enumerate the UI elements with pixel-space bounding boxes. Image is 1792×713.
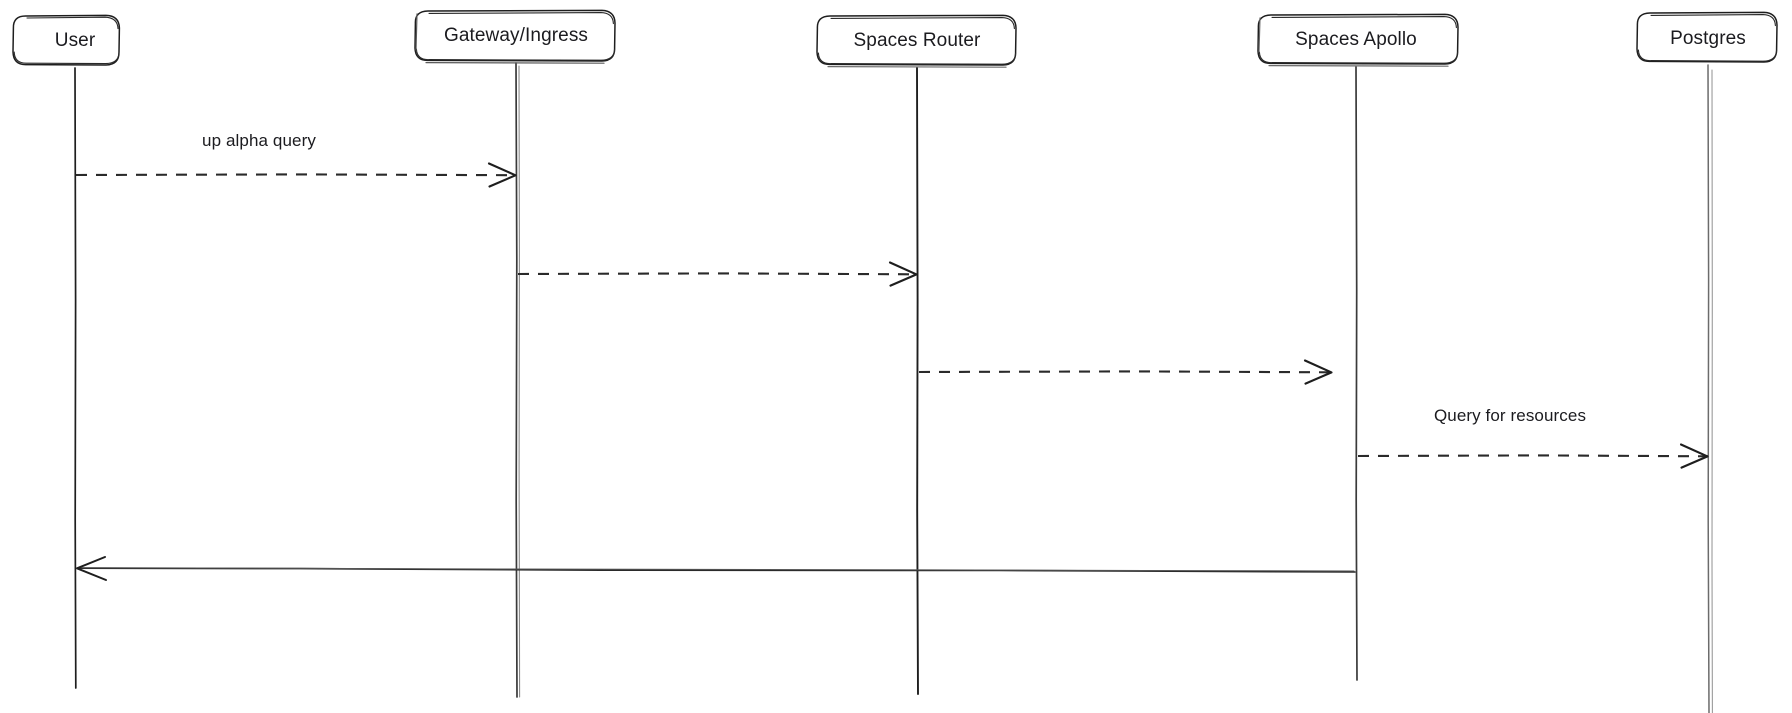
lifeline-apollo: [1355, 66, 1358, 681]
message-arrow-query-for-resources[interactable]: [1357, 443, 1709, 469]
participant-box-gateway[interactable]: [414, 9, 616, 64]
participant-label-user: User: [54, 30, 96, 51]
message-arrow-return-to-user[interactable]: [76, 556, 1356, 581]
message-label-query-for-resources: Query for resources: [1433, 406, 1587, 425]
messages-group: [75, 162, 1709, 581]
participant-box-router[interactable]: [816, 14, 1017, 68]
participant-label-postgres: Postgres: [1670, 28, 1746, 49]
participant-label-apollo: Spaces Apollo: [1295, 29, 1417, 50]
lifeline-gateway: [515, 62, 518, 698]
message-arrow-router-to-apollo[interactable]: [918, 359, 1333, 385]
participant-box-user[interactable]: [12, 14, 121, 66]
message-arrow-up-alpha-query[interactable]: [75, 162, 517, 188]
message-label-up-alpha-query: up alpha query: [202, 131, 316, 150]
lifelines-group: [74, 62, 1713, 713]
participant-box-apollo[interactable]: [1257, 13, 1459, 67]
lifeline-postgres: [1707, 64, 1710, 713]
lifeline-router: [916, 67, 919, 695]
participant-label-gateway: Gateway/Ingress: [443, 25, 589, 46]
participant-boxes-group: [12, 9, 1778, 68]
lifeline-user: [74, 67, 77, 689]
participant-label-router: Spaces Router: [853, 30, 981, 51]
message-arrow-gateway-to-router[interactable]: [517, 261, 918, 287]
lifeline-gateway-shadow: [518, 65, 521, 698]
participant-box-postgres[interactable]: [1636, 11, 1778, 63]
